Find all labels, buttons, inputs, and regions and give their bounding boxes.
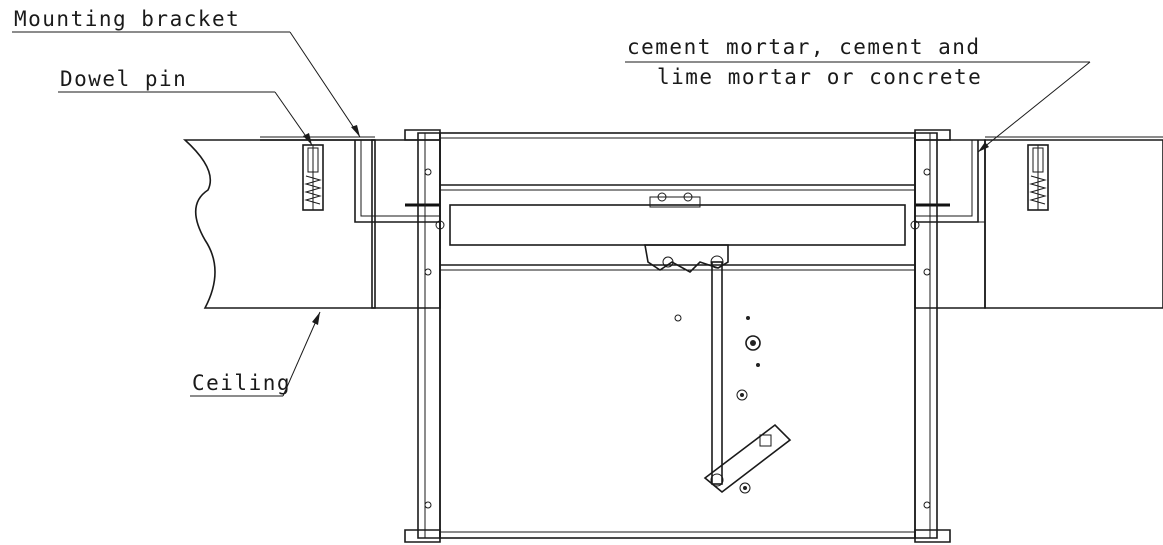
- svg-text:Mounting bracket: Mounting bracket: [14, 7, 240, 31]
- dowel-pin-left: [302, 144, 324, 211]
- svg-text:cement mortar, cement and: cement mortar, cement and: [627, 35, 981, 59]
- mortar-fill-left: [371, 139, 441, 309]
- mounting-bracket-left: [354, 140, 440, 223]
- label-mortar: cement mortar, cement and lime mortar or…: [625, 35, 1091, 153]
- label-ceiling: Ceiling: [190, 311, 321, 397]
- ceiling-slab-left: [182, 136, 376, 309]
- release-mechanism: [644, 244, 792, 494]
- mortar-fill-right: [914, 139, 986, 309]
- mounting-bracket-right: [915, 140, 979, 223]
- svg-text:lime mortar or concrete: lime mortar or concrete: [657, 65, 982, 89]
- damper-blade: [449, 192, 906, 246]
- label-mounting-bracket: Mounting bracket: [12, 7, 361, 138]
- label-dowel-pin: Dowel pin: [58, 67, 313, 146]
- damper-housing: [404, 129, 951, 543]
- svg-text:Dowel pin: Dowel pin: [60, 67, 187, 91]
- svg-text:Ceiling: Ceiling: [192, 371, 291, 395]
- ceiling-slab-right: [984, 136, 1163, 309]
- dowel-pin-right: [1027, 144, 1049, 211]
